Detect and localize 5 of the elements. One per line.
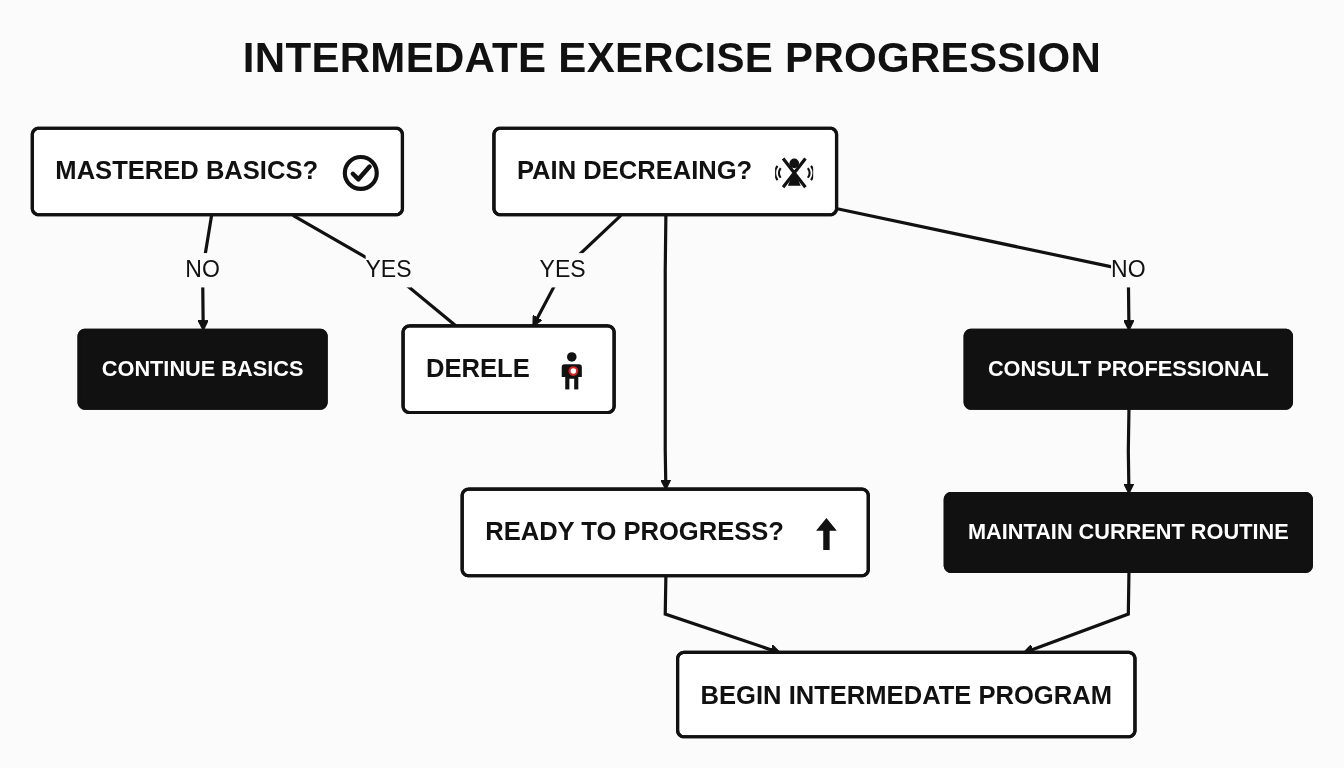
edge-label: YES	[539, 256, 586, 283]
edge-label: YES	[365, 256, 412, 283]
diagram-title: INTERMEDATE EXERCISE PROGRESSION	[242, 34, 1102, 82]
edge-label: NO	[1111, 256, 1146, 283]
edge-label: NO	[185, 256, 220, 283]
